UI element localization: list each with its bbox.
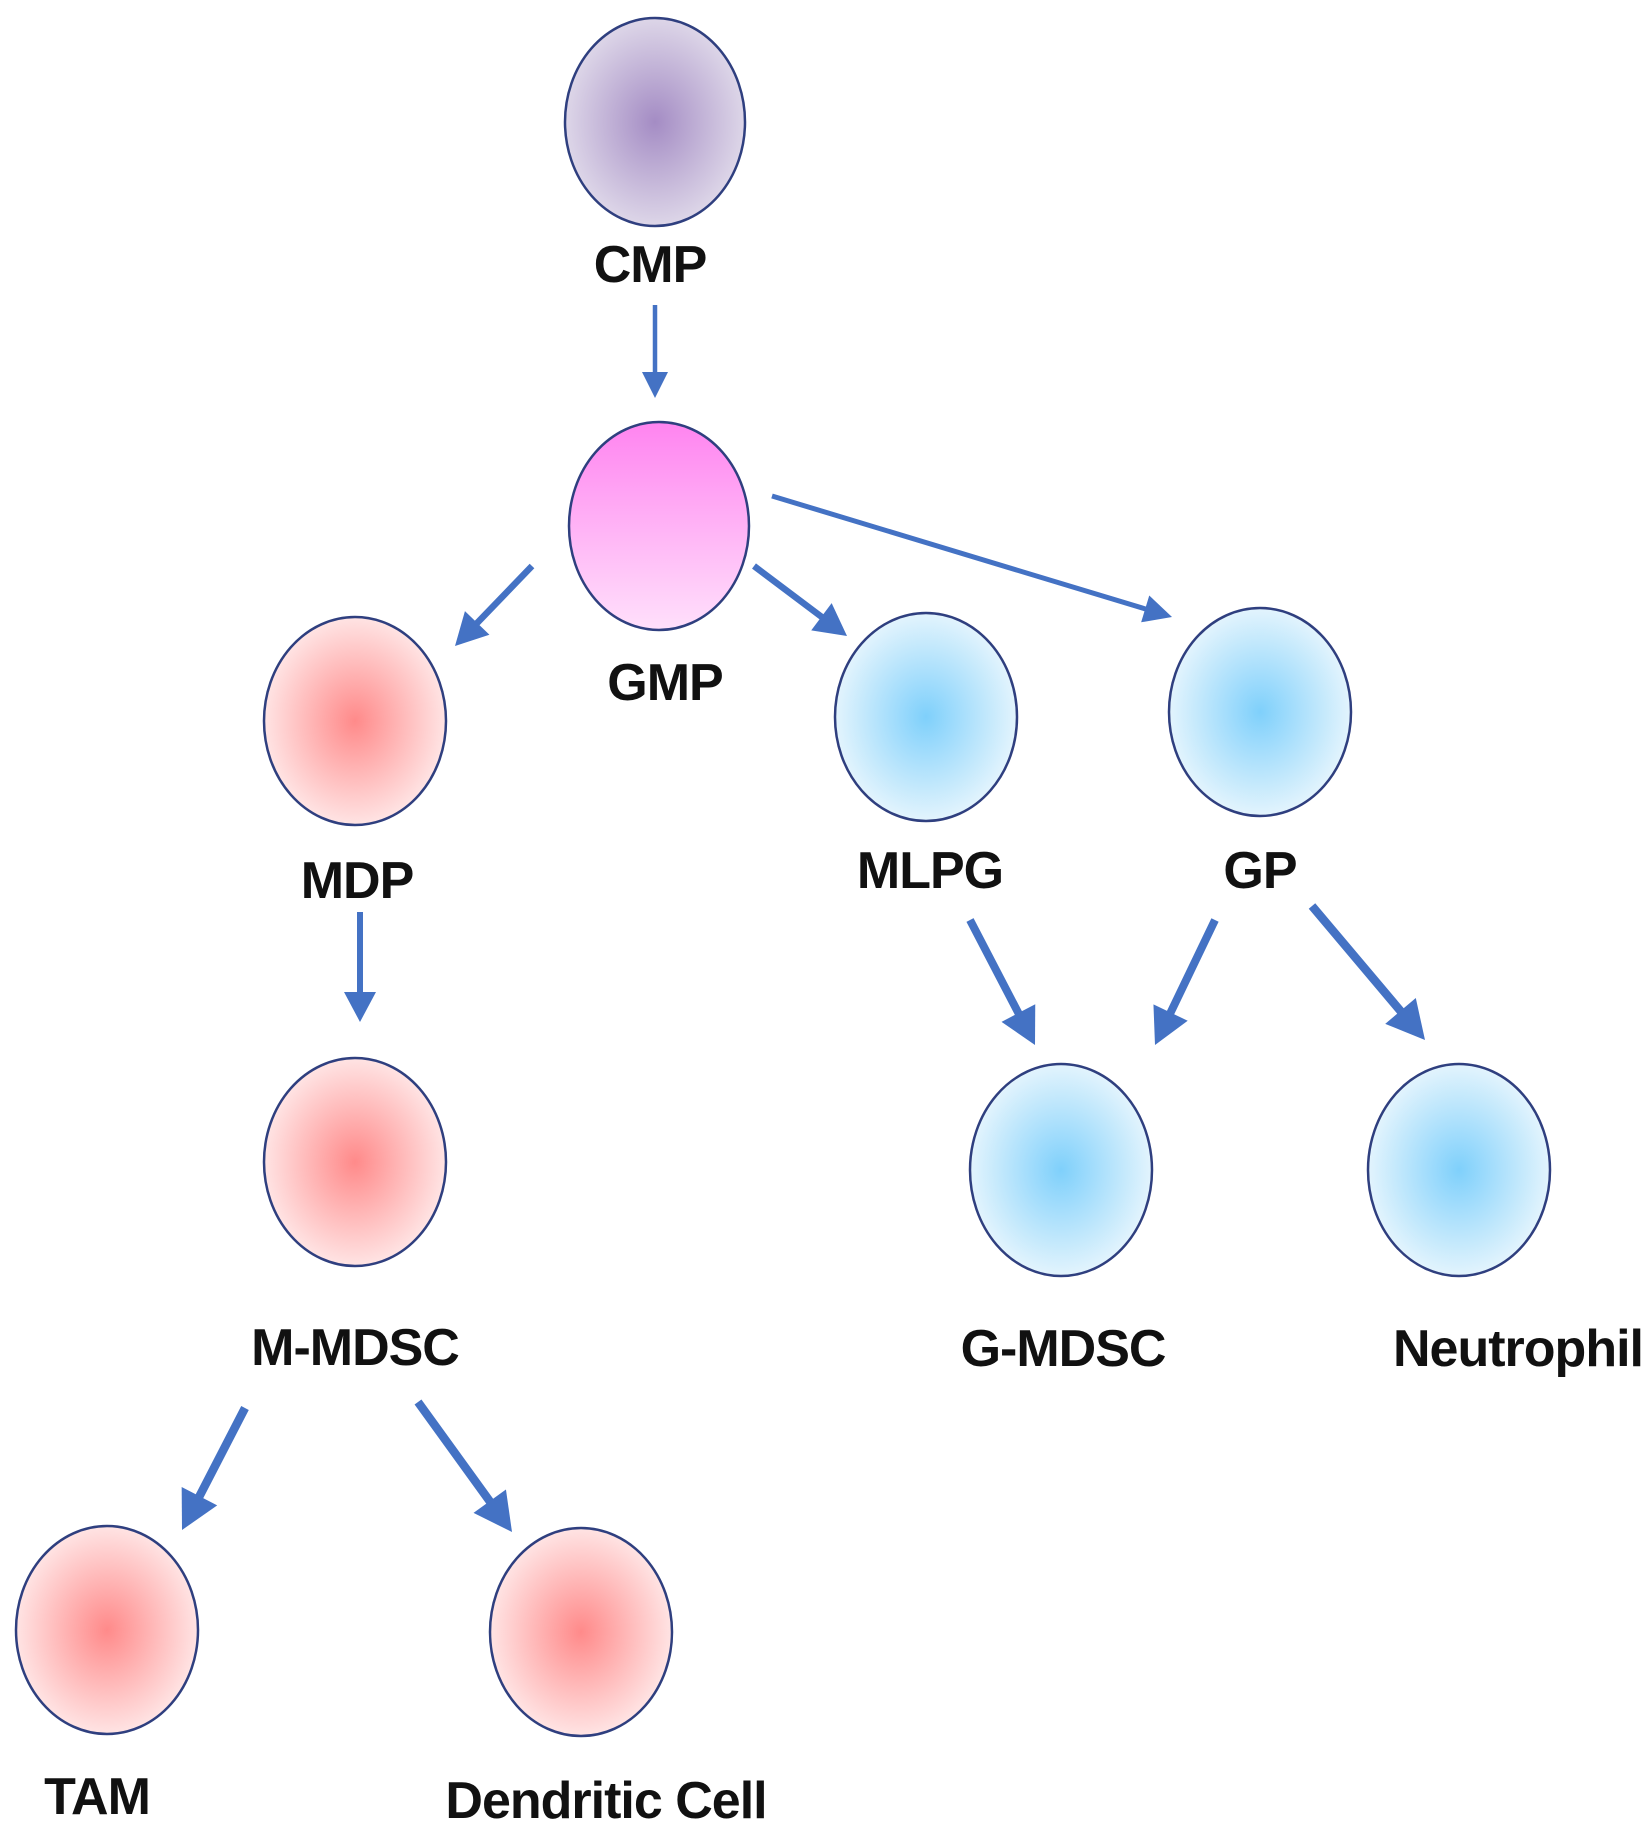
cell-m-mdsc: M-MDSC	[251, 1056, 460, 1377]
cell-tam: TAM	[14, 1524, 200, 1826]
neutrophil-label: Neutrophil	[1393, 1320, 1642, 1378]
arrow-gp-to-g-mdsc	[1153, 918, 1219, 1045]
arrow-shaft	[473, 563, 535, 627]
dendritic-cell-label: Dendritic Cell	[445, 1772, 766, 1830]
arrow-head-icon	[1153, 1004, 1188, 1045]
cmp-label: CMP	[594, 236, 707, 294]
mdp-label: MDP	[301, 852, 414, 910]
arrow-head-icon	[181, 1487, 218, 1530]
cell-gmp: GMP	[567, 420, 751, 712]
arrow-gmp-to-gp	[771, 493, 1172, 623]
gmp-cell-icon	[567, 420, 751, 632]
cells-layer: CMP GMP MDP MLPG GP M-MDSC G-MDSC Neutr	[14, 16, 1642, 1830]
cell-neutrophil: Neutrophil	[1366, 1062, 1642, 1378]
arrow-shaft	[194, 1406, 249, 1500]
arrow-gmp-to-mdp	[455, 563, 535, 646]
gmp-label: GMP	[607, 654, 722, 712]
cell-mlpg: MLPG	[833, 611, 1019, 900]
arrow-m-mdsc-to-tam	[181, 1406, 249, 1530]
gp-label: GP	[1223, 842, 1296, 900]
arrow-mdp-to-m-mdsc	[344, 912, 376, 1022]
arrow-m-mdsc-to-dendritic-cell	[414, 1399, 512, 1532]
arrows-layer	[181, 305, 1425, 1532]
mlpg-label: MLPG	[857, 842, 1003, 900]
cell-gp: GP	[1167, 606, 1353, 900]
arrow-head-icon	[1001, 1004, 1036, 1045]
g-mdsc-cell-icon	[968, 1062, 1154, 1278]
g-mdsc-label: G-MDSC	[961, 1320, 1166, 1378]
dendritic-cell-cell-icon	[488, 1526, 674, 1738]
arrow-head-icon	[811, 603, 847, 636]
mlpg-cell-icon	[833, 611, 1019, 823]
neutrophil-cell-icon	[1366, 1062, 1552, 1278]
m-mdsc-cell-icon	[262, 1056, 448, 1268]
arrow-shaft	[966, 918, 1023, 1017]
arrow-shaft	[414, 1399, 495, 1506]
mdp-cell-icon	[262, 615, 448, 827]
cmp-cell-icon	[563, 16, 747, 228]
arrow-head-icon	[642, 372, 668, 398]
cell-g-mdsc: G-MDSC	[961, 1062, 1167, 1378]
arrow-shaft	[1166, 918, 1219, 1017]
arrow-cmp-to-gmp	[642, 305, 668, 398]
gp-cell-icon	[1167, 606, 1353, 818]
arrow-shaft	[752, 563, 825, 621]
tam-label: TAM	[44, 1768, 150, 1826]
arrow-head-icon	[344, 992, 376, 1022]
cell-dendritic-cell: Dendritic Cell	[445, 1526, 768, 1830]
cell-cmp: CMP	[563, 16, 747, 294]
arrow-shaft	[1308, 903, 1406, 1016]
arrow-mlpg-to-g-mdsc	[966, 918, 1036, 1045]
tam-cell-icon	[14, 1524, 200, 1736]
arrow-gp-to-neutrophil	[1308, 903, 1425, 1040]
arrow-head-icon	[455, 611, 490, 646]
m-mdsc-label: M-MDSC	[251, 1319, 459, 1377]
cell-mdp: MDP	[262, 615, 448, 910]
arrow-head-icon	[1141, 595, 1172, 623]
arrow-head-icon	[1385, 998, 1425, 1040]
arrow-gmp-to-mlpg	[752, 563, 847, 636]
arrow-head-icon	[473, 1489, 512, 1532]
arrow-shaft	[771, 493, 1148, 612]
